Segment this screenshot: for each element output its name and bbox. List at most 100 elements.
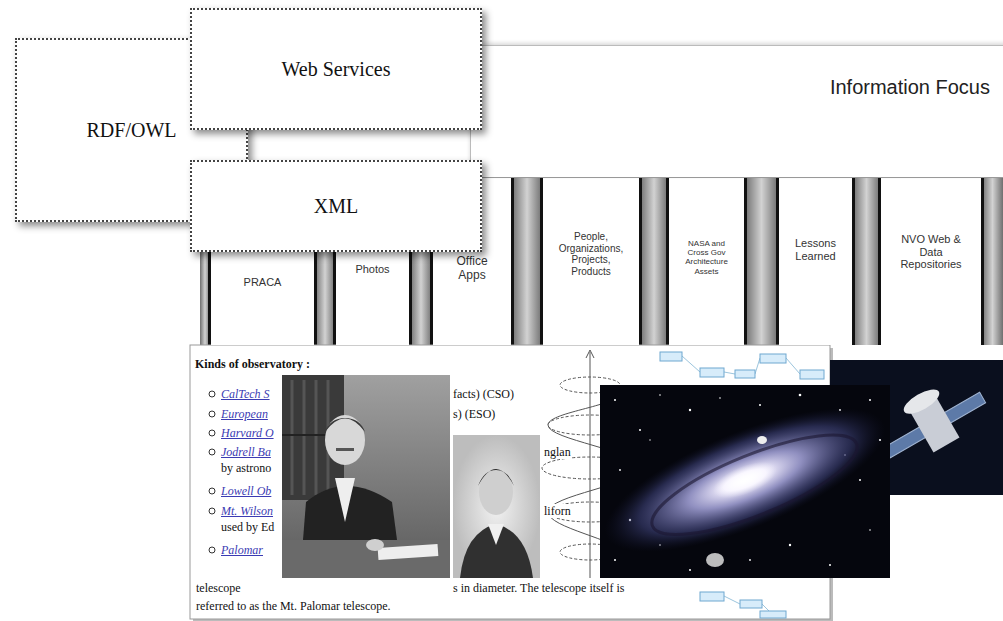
astronomer-photo-part (291, 380, 294, 495)
link-text: CalTech S (221, 387, 270, 401)
dotted-box: XML (190, 160, 482, 252)
webpage-screenshot-part (209, 547, 215, 553)
portrait-photo-part (488, 524, 504, 545)
galaxy-photo-part (869, 529, 871, 531)
box-label: NVO Web & Data Repositories (893, 233, 969, 271)
galaxy-photo-part (789, 544, 791, 546)
galaxy-photo-part (689, 409, 691, 411)
column-box: People, Organizations, Projects, Product… (543, 179, 639, 345)
galaxy-photo-part (649, 439, 650, 440)
galaxy-photo-part (588, 379, 902, 580)
webpage-screenshot-part (209, 391, 215, 397)
galaxy-photo-part (757, 436, 767, 444)
link-text: Jodrell Ba (221, 445, 271, 459)
link-text: European (221, 407, 268, 421)
mini-diagram-part (760, 354, 786, 363)
page-text: nglan (543, 445, 572, 459)
box-label: Photos (355, 263, 389, 276)
mini-diagram-part (800, 370, 824, 379)
header-band: Information Focus (470, 45, 1003, 178)
header-title: Information Focus (830, 76, 990, 99)
box-label: People, Organizations, Projects, Product… (553, 231, 629, 277)
box-label: Lessons Learned (788, 237, 843, 262)
galaxy-photo-part (619, 469, 621, 471)
box-label: RDF/OWL (87, 119, 177, 142)
webpage-screenshot-part (209, 488, 215, 494)
astronomer-photo-part (325, 415, 365, 465)
pillars-part (744, 178, 747, 345)
astronomer-photo-part (335, 478, 355, 522)
galaxy-photo-part (659, 394, 661, 396)
portrait-photo-part (479, 469, 513, 515)
helix-diagram-part (586, 350, 594, 358)
page-text: facts) (CSO) (453, 387, 514, 401)
pillars (200, 178, 1003, 345)
box-label: NASA and Cross Gov Architecture Assets (678, 239, 736, 276)
galaxy-photo-part (869, 399, 871, 401)
mini-diagram-part (724, 596, 740, 604)
galaxy-photo (588, 379, 902, 580)
mini-diagram-part (660, 352, 682, 361)
page-text: referred to as the Mt. Palomar telescope… (196, 599, 391, 613)
pillars-part (512, 178, 542, 345)
galaxy-photo-part (829, 564, 831, 566)
satellite-photo-part (884, 392, 985, 457)
astronomer-photo-part (303, 380, 306, 495)
mini-diagram-part (760, 611, 786, 618)
galaxy-photo-part (641, 416, 867, 554)
pillars-part (511, 178, 514, 345)
astronomer-photo-part (315, 380, 318, 495)
galaxy-photo-part (759, 404, 761, 406)
pillars-part (852, 178, 855, 345)
link-text: Harvard O (221, 426, 274, 440)
pillars-part (745, 178, 778, 345)
satellite-photo-part (900, 385, 943, 419)
mini-diagram-part (786, 358, 800, 374)
column-box: NASA and Cross Gov Architecture Assets (669, 179, 744, 345)
webpage-screenshot-part (209, 430, 215, 436)
portrait-photo-part (478, 469, 514, 486)
mini-diagram-part (740, 600, 762, 608)
link-text: Mt. Wilson (221, 504, 273, 518)
portrait-photo (453, 435, 540, 578)
pillars-part (982, 178, 1003, 345)
link-text: Palomar (221, 543, 263, 557)
galaxy-photo-part (706, 553, 724, 567)
galaxy-photo-part (859, 479, 861, 481)
box-label: Office Apps (450, 255, 495, 283)
page-text: s in diameter. The telescope itself is (453, 581, 624, 595)
galaxy-photo-part (749, 559, 751, 561)
mini-diagram-part (700, 592, 724, 601)
mini-diagram-part (700, 368, 724, 377)
galaxy-photo-part (708, 454, 782, 505)
astronomer-photo-part (336, 448, 354, 451)
page-text: liforn (543, 504, 572, 518)
astronomer-photo (282, 375, 450, 578)
webpage-screenshot-part (209, 411, 215, 417)
pillars-part (981, 178, 984, 345)
link-text: Lowell Ob (221, 484, 271, 498)
astronomer-photo-part (325, 418, 365, 432)
box-label: PRACA (244, 276, 282, 289)
page-text: used by Ed (221, 520, 274, 534)
page-text: s) (ESO) (453, 407, 495, 421)
box-label: XML (314, 195, 358, 218)
galaxy-photo-part (719, 397, 721, 399)
astronomer-photo-part (366, 539, 384, 551)
galaxy-photo-part (799, 394, 802, 397)
webpage-screenshot-part (209, 508, 215, 514)
portrait-photo-part (453, 435, 540, 578)
pillars-part (640, 178, 668, 345)
mini-diagram-part (682, 356, 700, 372)
webpage-screenshot-part (209, 449, 215, 455)
portrait-photo-part (460, 524, 533, 578)
galaxy-photo-part (689, 569, 691, 571)
page-text: Kinds of observatory : (195, 357, 310, 371)
galaxy-photo-part (614, 399, 616, 401)
astronomer-photo-part (282, 540, 450, 578)
astronomer-photo-part (282, 375, 450, 578)
mini-diagram-part (755, 358, 760, 374)
dotted-box: Web Services (190, 8, 482, 130)
mini-diagram-part (724, 372, 735, 374)
